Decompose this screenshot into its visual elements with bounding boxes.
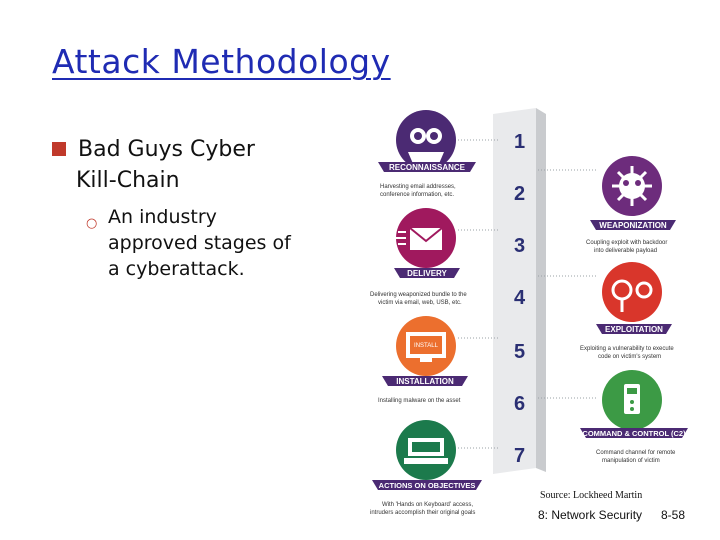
stage-number-5: 5: [514, 341, 525, 363]
remote-control-icon: [624, 384, 640, 414]
bullet-square-icon: [52, 142, 66, 156]
footer-chapter: 8: Network Security: [538, 508, 643, 522]
stage-number-4: 4: [514, 287, 526, 309]
stage-label-command-control: COMMAND & CONTROL (C2): [582, 429, 686, 438]
kill-chain-infographic: 1 2 3 4 5 6 7 RECONNAISSANCE Harvesting …: [370, 108, 688, 516]
stage-desc-weaponization-2: into deliverable payload: [594, 248, 657, 254]
number-column: [493, 108, 546, 474]
stage-desc-delivery-1: Delivering weaponized bundle to the: [370, 292, 467, 298]
keyboard-icon: [404, 438, 448, 464]
sub-bullet-line-1: An industry: [108, 206, 217, 228]
stage-weaponization: WEAPONIZATION Coupling exploit with back…: [586, 156, 676, 254]
stage-number-6: 6: [514, 393, 525, 415]
stage-desc-delivery-2: victim via email, web, USB, etc.: [378, 300, 462, 306]
stage-desc-command-control-1: Command channel for remote: [596, 450, 676, 456]
virus-icon: [612, 166, 652, 206]
stage-number-2: 2: [514, 183, 525, 205]
stage-delivery: DELIVERY Delivering weaponized bundle to…: [370, 208, 467, 306]
stage-actions-on-objectives: ACTIONS ON OBJECTIVES With 'Hands on Key…: [370, 420, 482, 516]
stage-desc-actions-2: intruders accomplish their original goal…: [370, 510, 475, 516]
stage-desc-exploitation-2: code on victim's system: [598, 354, 661, 360]
stage-desc-actions-1: With 'Hands on Keyboard' access,: [382, 502, 473, 508]
stage-desc-weaponization-1: Coupling exploit with backdoor: [586, 240, 667, 246]
stage-desc-command-control-2: manipulation of victim: [602, 458, 660, 464]
bullet-text-continued: Kill-Chain: [76, 168, 180, 193]
stage-installation: INSTALL INSTALLATION Installing malware …: [378, 316, 468, 404]
stage-label-weaponization: WEAPONIZATION: [599, 221, 667, 230]
install-screen-icon: INSTALL: [406, 332, 446, 362]
email-icon: [396, 227, 443, 250]
bullet-text: Bad Guys Cyber: [78, 137, 255, 162]
stage-reconnaissance: RECONNAISSANCE Harvesting email addresse…: [378, 110, 476, 198]
sub-bullet-line-2: approved stages of: [108, 232, 291, 254]
stage-number-7: 7: [514, 445, 525, 467]
stage-label-reconnaissance: RECONNAISSANCE: [389, 163, 466, 172]
stage-exploitation: EXPLOITATION Exploiting a vulnerability …: [580, 262, 674, 360]
slide-title: Attack Methodology: [52, 42, 391, 81]
stage-label-actions-on-objectives: ACTIONS ON OBJECTIVES: [379, 481, 476, 490]
sub-bullet: ○ An industry approved stages of a cyber…: [86, 204, 336, 282]
stage-desc-exploitation-1: Exploiting a vulnerability to execute: [580, 346, 674, 352]
footer-page-number: 8-58: [661, 508, 686, 522]
sub-bullet-line-3: a cyberattack.: [108, 258, 245, 280]
stage-desc-installation: Installing malware on the asset: [378, 398, 461, 404]
stage-number-3: 3: [514, 235, 525, 257]
stage-command-control: COMMAND & CONTROL (C2) Command channel f…: [580, 370, 688, 464]
exploit-icon: [611, 279, 653, 312]
bullet-kill-chain: Bad Guys Cyber Kill-Chain: [52, 134, 352, 196]
stage-label-exploitation: EXPLOITATION: [605, 325, 663, 334]
stage-number-1: 1: [514, 131, 525, 153]
sub-bullet-icon: ○: [86, 216, 98, 231]
stage-desc-reconnaissance-1: Harvesting email addresses,: [380, 184, 456, 190]
source-citation: Source: Lockheed Martin: [540, 490, 643, 501]
stage-label-delivery: DELIVERY: [407, 269, 447, 278]
stage-label-installation: INSTALLATION: [396, 377, 454, 386]
install-screen-text: INSTALL: [414, 343, 439, 349]
stage-desc-reconnaissance-2: conference information, etc.: [380, 192, 454, 198]
